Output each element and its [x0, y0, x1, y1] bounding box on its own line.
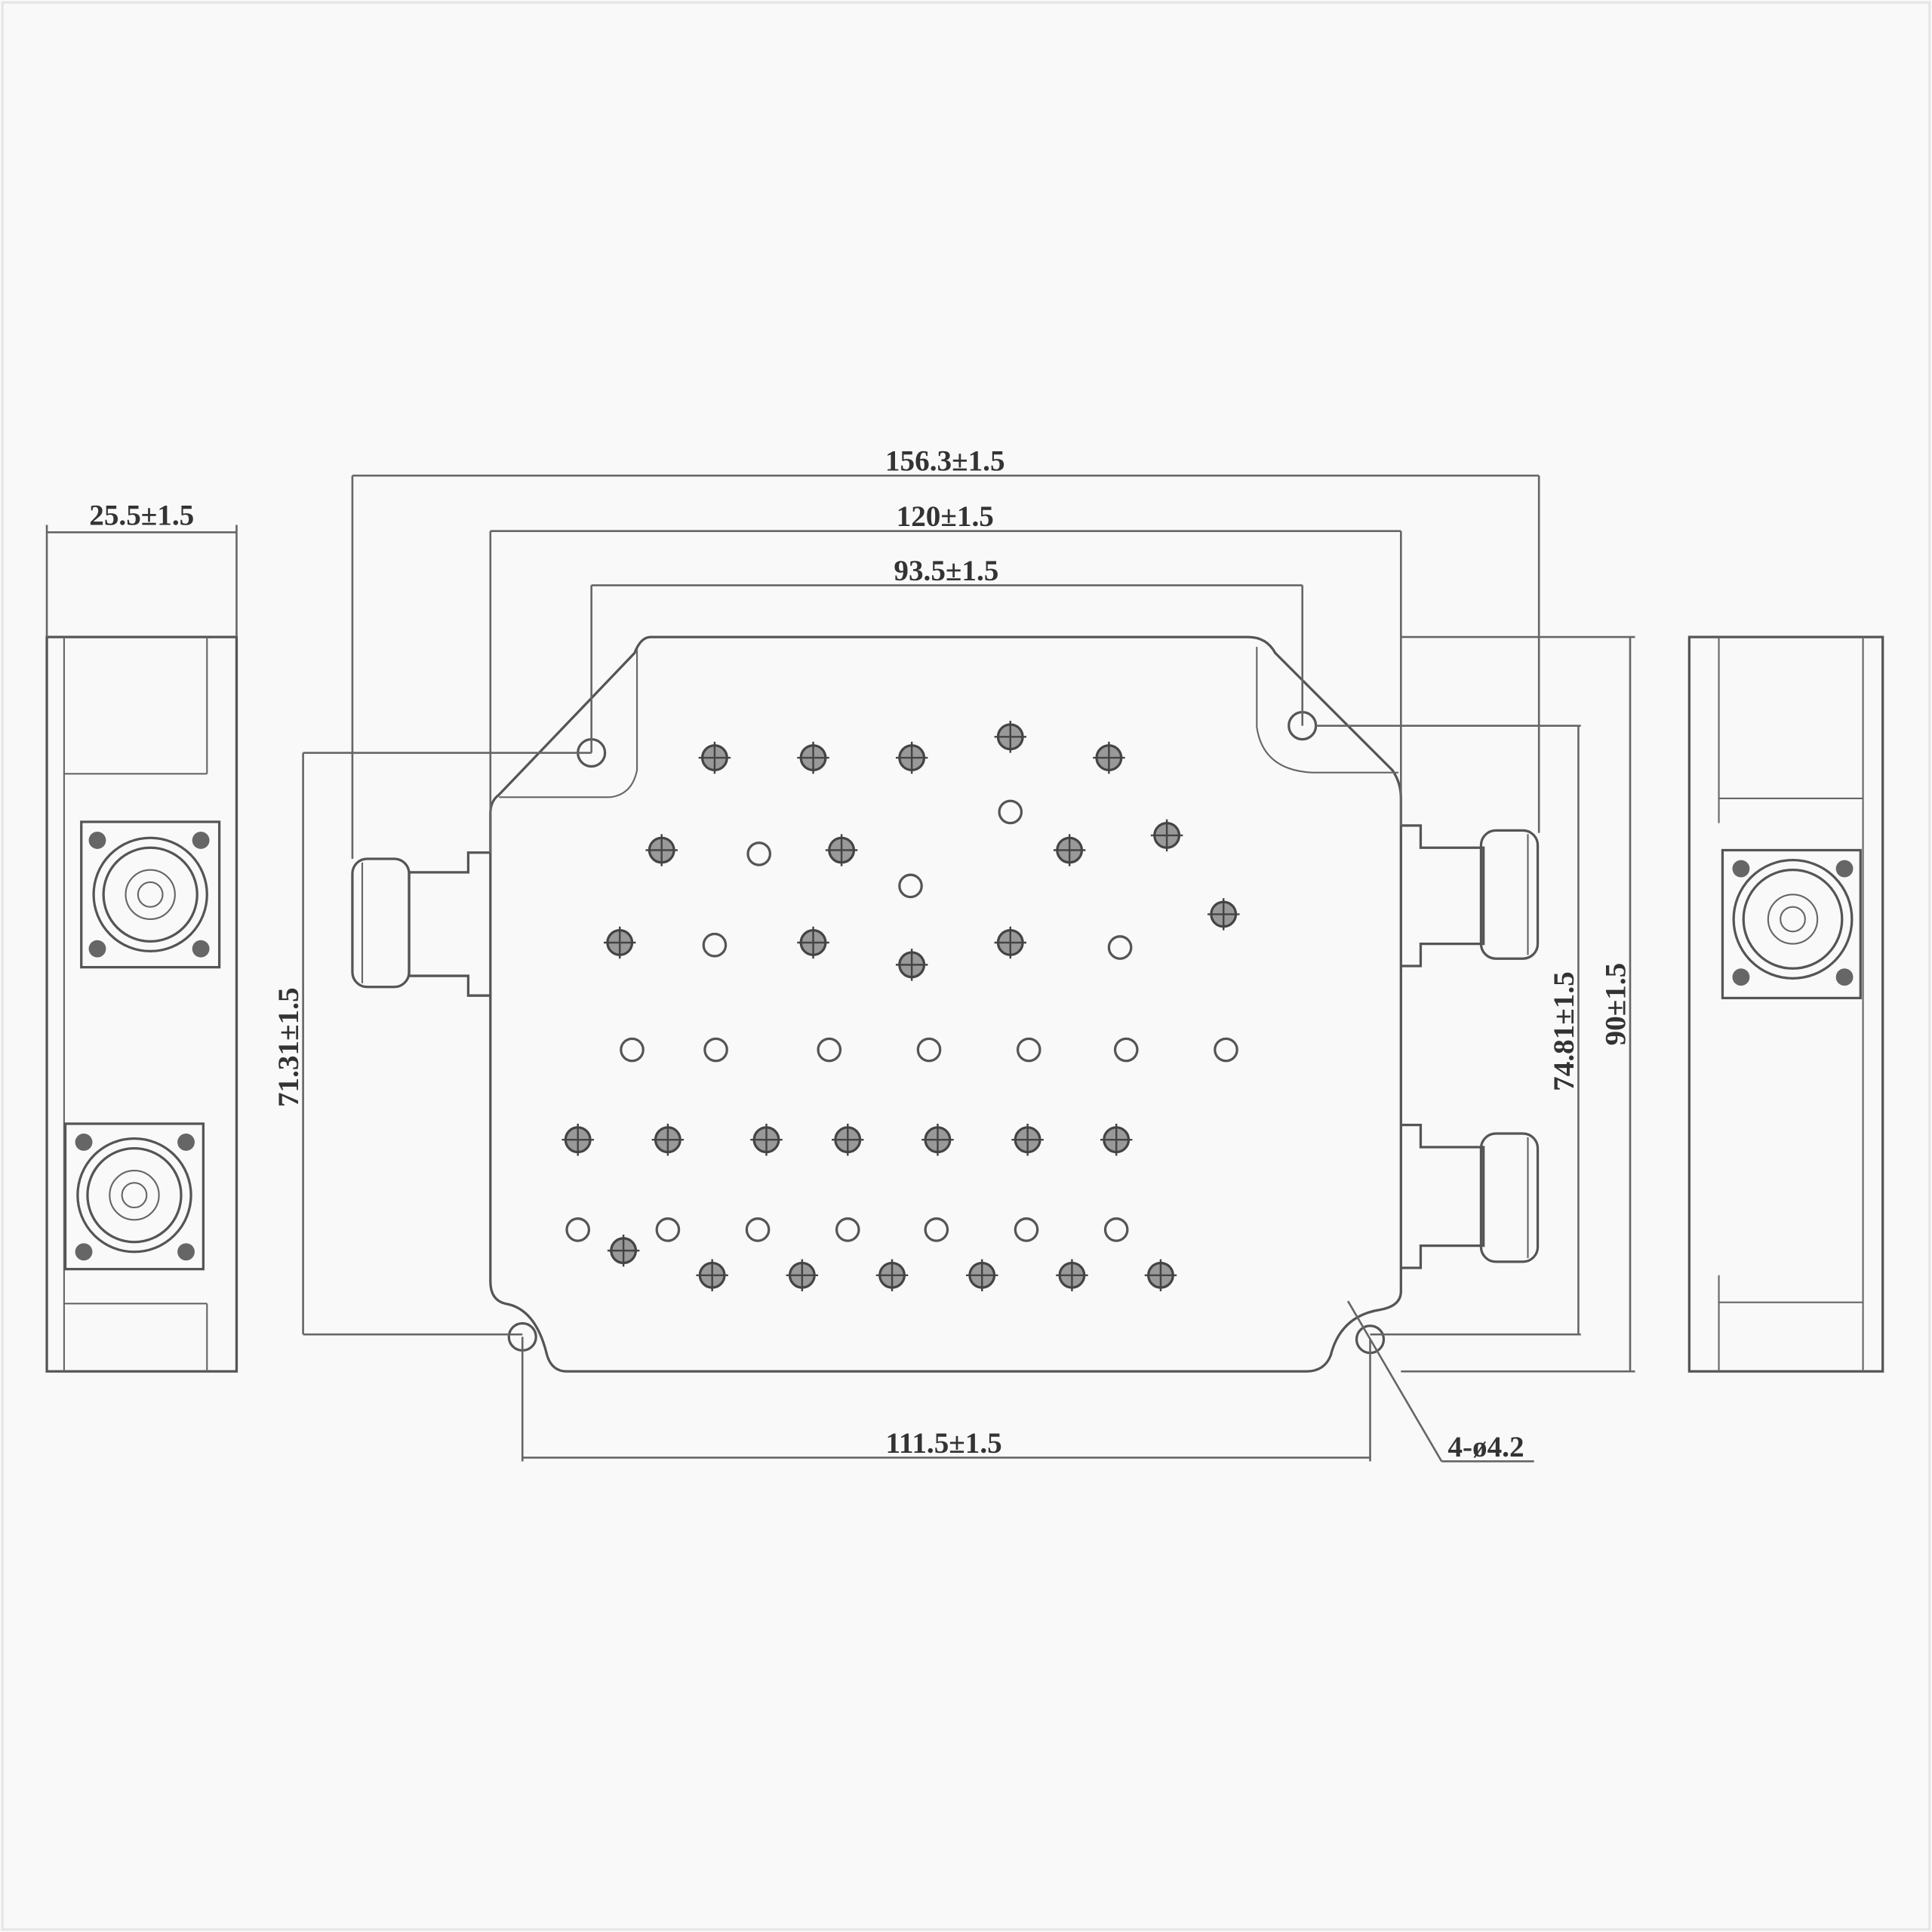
dimension-right-height: 74.81±1.5 [1315, 724, 1581, 1336]
side-width-label: 25.5±1.5 [89, 500, 194, 532]
tuning-screw-icon [1011, 1123, 1044, 1156]
tuning-screw-icon [895, 949, 928, 981]
connector-face-icon [1721, 848, 1862, 1000]
tuning-screw-icon [895, 741, 928, 774]
tuning-screw-icon [1056, 1259, 1088, 1292]
tuning-screw-icon [645, 834, 678, 866]
svg-text:4-ø4.2: 4-ø4.2 [1447, 1431, 1524, 1463]
tuning-screw-icon [1150, 819, 1183, 852]
plain-hole [1103, 1217, 1129, 1242]
plain-hole [898, 873, 923, 899]
tuning-screw-icon [797, 741, 829, 774]
tuning-screw-icon [604, 926, 636, 959]
right-side-view [1687, 635, 1884, 1373]
svg-text:71.31±1.5: 71.31±1.5 [272, 987, 305, 1107]
tuning-screw-icon [994, 721, 1026, 753]
tuning-screw-icon [1093, 741, 1125, 774]
connector-face-icon [63, 1122, 205, 1271]
plain-hole [817, 1037, 842, 1063]
plain-hole [565, 1217, 591, 1242]
tuning-screw-icon [825, 834, 858, 866]
svg-text:74.81±1.5: 74.81±1.5 [1548, 971, 1580, 1091]
plain-hole [746, 841, 772, 866]
tuning-screw-icon [1208, 898, 1240, 931]
dimension-top-hole-spacing: 93.5±1.5 [590, 555, 1304, 753]
tuning-screw-icon [696, 1259, 728, 1292]
tuning-screw-icon [875, 1259, 909, 1292]
tuning-screw-icon [750, 1123, 783, 1156]
tuning-screw-icon [607, 1234, 640, 1267]
tuning-screw-icon [786, 1259, 819, 1292]
svg-text:90±1.5: 90±1.5 [1599, 963, 1632, 1046]
tuning-screw-icon [1053, 834, 1086, 866]
left-side-view: 25.5±1.5 [45, 500, 238, 1373]
connector-face-icon [80, 820, 221, 969]
dimension-overall-length: 156.3±1.5 [351, 445, 1540, 859]
mounting-hole-callout: 4-ø4.2 [1346, 1300, 1534, 1463]
right-connector-bottom [1401, 1123, 1540, 1269]
svg-text:93.5±1.5: 93.5±1.5 [894, 555, 998, 587]
tuning-screw-icon [1100, 1123, 1133, 1156]
dimension-left-height: 71.31±1.5 [272, 752, 592, 1336]
tuning-screw-icon [921, 1123, 954, 1156]
plain-hole [998, 799, 1023, 825]
tuning-screw-icon [1144, 1259, 1177, 1292]
plain-hole [1214, 1037, 1238, 1063]
tuning-screw-icon [561, 1123, 594, 1156]
dimension-body-height: 90±1.5 [1401, 635, 1635, 1373]
plain-hole [1016, 1037, 1041, 1063]
left-connector [351, 851, 491, 997]
plain-hole [655, 1217, 681, 1242]
svg-text:111.5±1.5: 111.5±1.5 [885, 1427, 1001, 1460]
tuning-screw-icon [698, 741, 731, 774]
plain-hole [916, 1037, 942, 1063]
plain-hole [703, 1037, 728, 1063]
svg-text:120±1.5: 120±1.5 [897, 500, 994, 533]
plain-hole [620, 1037, 645, 1063]
plain-hole [1014, 1217, 1039, 1242]
plain-hole [745, 1217, 771, 1242]
plain-hole [835, 1217, 860, 1242]
svg-text:156.3±1.5: 156.3±1.5 [885, 445, 1005, 478]
dimension-body-length: 120±1.5 [489, 500, 1402, 853]
plain-hole [702, 932, 728, 958]
tuning-screw-icon [651, 1123, 685, 1156]
plain-hole [924, 1217, 949, 1242]
plain-hole [1107, 935, 1133, 960]
tuning-screw-icon [994, 926, 1026, 959]
main-body [489, 635, 1402, 1373]
tuning-screw-icon [966, 1259, 998, 1292]
right-connector-top [1401, 824, 1540, 968]
tuning-screw-icon [832, 1123, 864, 1156]
tuning-screw-icon [797, 926, 829, 959]
dimension-bottom-hole-spacing: 111.5±1.5 [521, 1337, 1371, 1462]
plain-hole [1113, 1037, 1139, 1063]
